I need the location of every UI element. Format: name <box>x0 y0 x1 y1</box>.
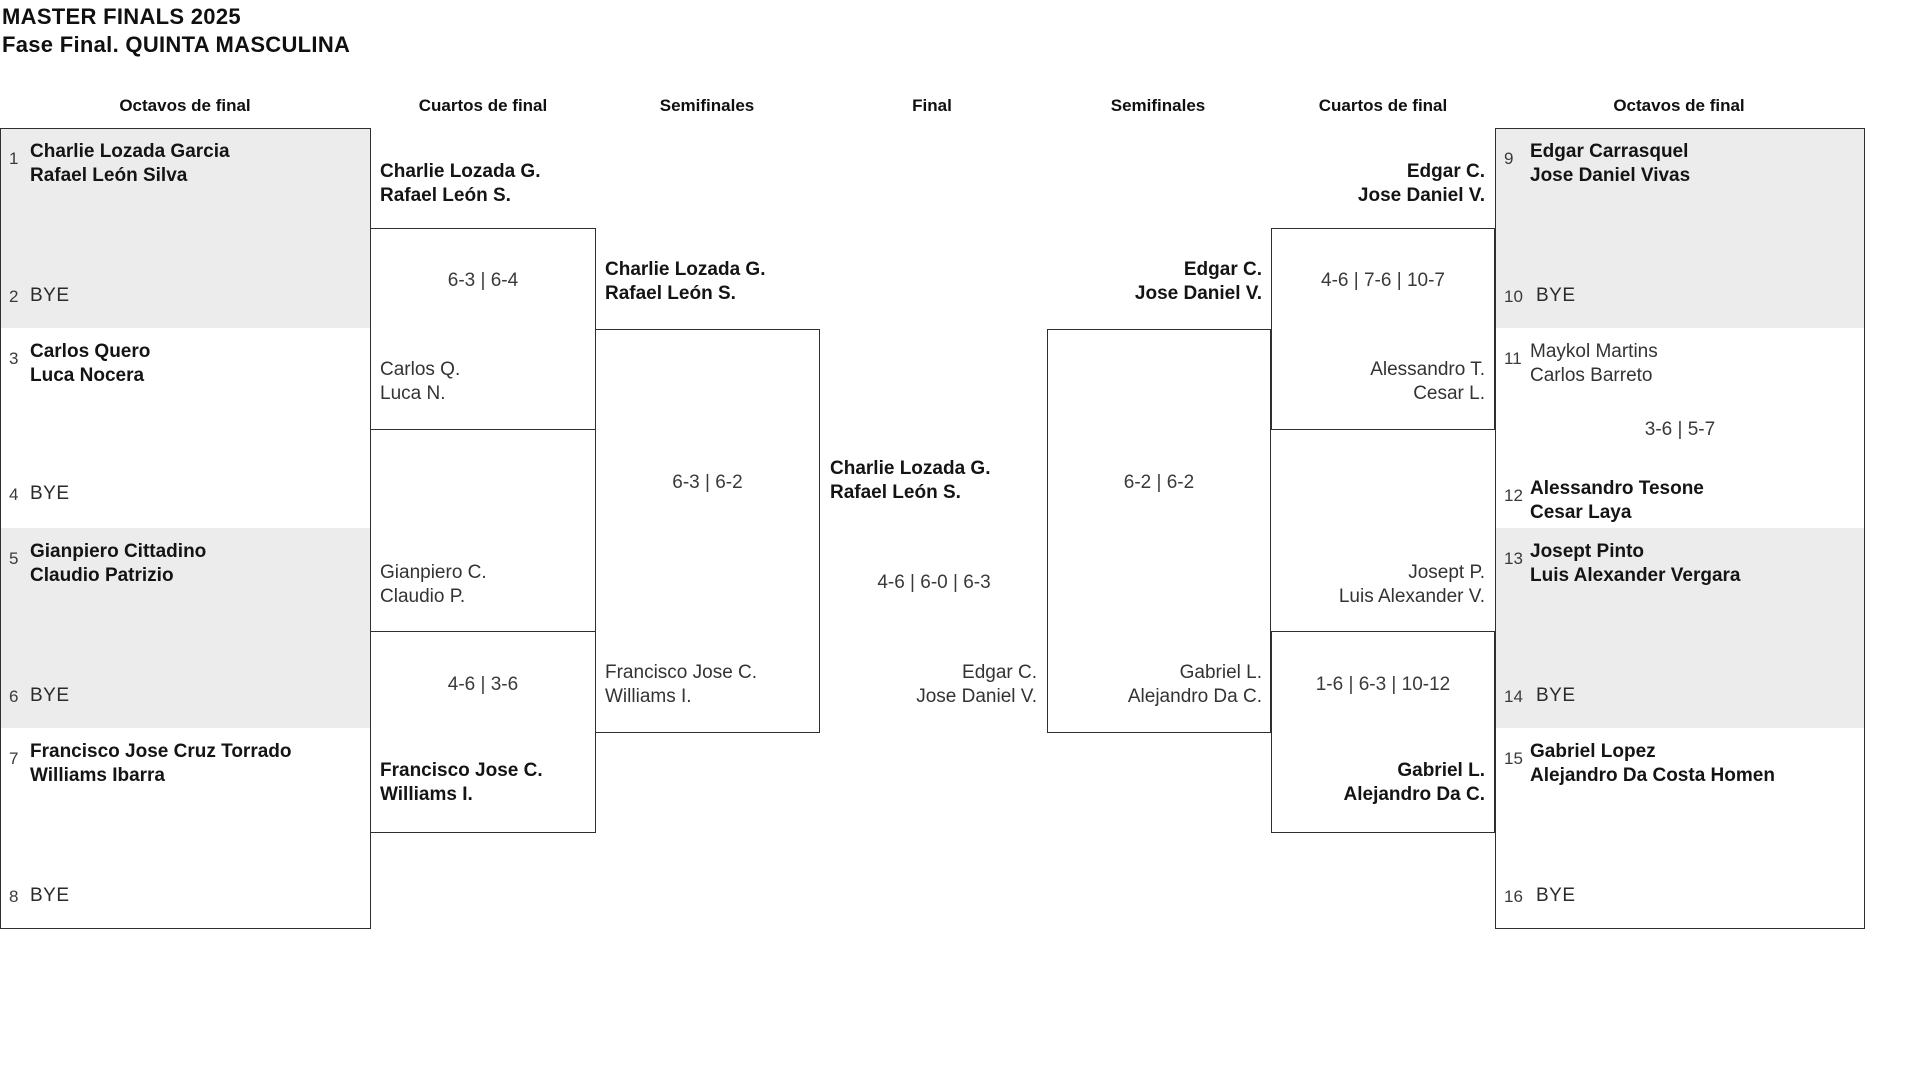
bye-14: BYE <box>1536 685 1576 706</box>
team-qf-right-2-bottom: Gabriel L. Alejandro Da C. <box>1343 760 1485 805</box>
match-box-sf-right[interactable] <box>1047 329 1271 733</box>
seed-2: 2 <box>9 287 19 306</box>
team-qf-left-2-top: Gianpiero C. Claudio P. <box>380 562 487 607</box>
score-qf-left-1: 6-3 | 6-4 <box>447 270 519 291</box>
team-qf-right-2-top: Josept P. Luis Alexander V. <box>1338 562 1485 607</box>
match-box-r16-3[interactable] <box>0 528 371 729</box>
seed-1: 1 <box>9 149 19 168</box>
team-qf-left-1-bottom: Carlos Q. Luca N. <box>380 359 461 404</box>
seed-11: 11 <box>1504 349 1522 368</box>
seed-12: 12 <box>1504 486 1523 505</box>
round-header-semis-left: Semifinales <box>659 96 755 115</box>
score-qf-right-1: 4-6 | 7-6 | 10-7 <box>1321 270 1445 291</box>
match-box-r16-2[interactable] <box>0 328 371 529</box>
seed-15: 15 <box>1504 749 1523 768</box>
round-header-final: Final <box>912 96 952 115</box>
seed-9: 9 <box>1504 149 1514 168</box>
bye-6: BYE <box>30 685 70 706</box>
seed-8: 8 <box>9 887 19 906</box>
seed-3: 3 <box>9 349 19 368</box>
score-sf-right: 6-2 | 6-2 <box>1123 472 1195 493</box>
match-box-r16-8[interactable] <box>1495 728 1865 929</box>
score-qf-right-2: 1-6 | 6-3 | 10-12 <box>1315 674 1451 695</box>
team-sf-left-top: Charlie Lozada G. Rafael León S. <box>605 259 766 304</box>
page-title-line2: Fase Final. QUINTA MASCULINA <box>2 32 351 57</box>
team-1: Charlie Lozada Garcia Rafael León Silva <box>30 141 230 186</box>
team-11: Maykol Martins Carlos Barreto <box>1530 341 1658 386</box>
match-box-r16-5[interactable] <box>1495 128 1865 329</box>
team-qf-right-1-top: Edgar C. Jose Daniel V. <box>1357 161 1485 206</box>
round-header-semis-right: Semifinales <box>1110 96 1206 115</box>
team-final-runnerup: Edgar C. Jose Daniel V. <box>916 662 1037 707</box>
score-final: 4-6 | 6-0 | 6-3 <box>877 572 991 593</box>
match-box-sf-left[interactable] <box>595 329 820 733</box>
team-qf-left-1-top: Charlie Lozada G. Rafael León S. <box>380 161 541 206</box>
bye-10: BYE <box>1536 285 1576 306</box>
team-sf-right-bottom: Gabriel L. Alejandro Da C. <box>1127 662 1262 707</box>
match-box-qf-right-1[interactable] <box>1271 228 1495 430</box>
match-box-r16-7[interactable] <box>1495 528 1865 729</box>
match-box-r16-1[interactable] <box>0 128 371 329</box>
match-box-r16-6[interactable] <box>1495 328 1865 529</box>
xporty-logo: xporty <box>1682 0 1912 72</box>
seed-4: 4 <box>9 485 19 504</box>
seed-10: 10 <box>1504 287 1523 306</box>
match-box-qf-right-2[interactable] <box>1271 631 1495 833</box>
seed-16: 16 <box>1504 887 1523 906</box>
seed-14: 14 <box>1504 687 1523 706</box>
team-qf-left-2-bottom: Francisco Jose C. Williams I. <box>380 760 543 805</box>
team-sf-left-bottom: Francisco Jose C. Williams I. <box>605 662 758 707</box>
score-sf-left: 6-3 | 6-2 <box>672 472 743 493</box>
team-13: Josept Pinto Luis Alexander Vergara <box>1530 541 1741 586</box>
round-header-cuartos-right: Cuartos de final <box>1318 96 1448 115</box>
bye-16: BYE <box>1536 885 1576 906</box>
score-qf-left-2: 4-6 | 3-6 <box>447 674 519 695</box>
team-final-winner: Charlie Lozada G. Rafael León S. <box>830 458 991 503</box>
bye-2: BYE <box>30 285 70 306</box>
match-box-r16-4[interactable] <box>0 728 371 929</box>
team-3: Carlos Quero Luca Nocera <box>30 341 151 386</box>
score-r16-6: 3-6 | 5-7 <box>1644 419 1716 440</box>
bye-4: BYE <box>30 483 70 504</box>
team-9: Edgar Carrasquel Jose Daniel Vivas <box>1530 141 1691 186</box>
team-qf-right-1-bottom: Alessandro T. Cesar L. <box>1370 359 1485 404</box>
team-sf-right-top: Edgar C. Jose Daniel V. <box>1134 259 1262 304</box>
team-7: Francisco Jose Cruz Torrado Williams Iba… <box>30 741 292 786</box>
team-5: Gianpiero Cittadino Claudio Patrizio <box>30 541 207 586</box>
seed-6: 6 <box>9 687 19 706</box>
page-title: MASTER FINALS 2025 Fase Final. QUINTA MA… <box>2 3 350 59</box>
round-header-cuartos-left: Cuartos de final <box>418 96 548 115</box>
seed-7: 7 <box>9 749 19 768</box>
team-15: Gabriel Lopez Alejandro Da Costa Homen <box>1530 741 1775 786</box>
seed-13: 13 <box>1504 549 1523 568</box>
seed-5: 5 <box>9 549 19 568</box>
round-header-octavos-left: Octavos de final <box>119 96 251 115</box>
page-title-line1: MASTER FINALS 2025 <box>2 4 241 29</box>
team-12: Alessandro Tesone Cesar Laya <box>1530 478 1704 523</box>
bye-8: BYE <box>30 885 70 906</box>
round-header-octavos-right: Octavos de final <box>1613 96 1745 115</box>
